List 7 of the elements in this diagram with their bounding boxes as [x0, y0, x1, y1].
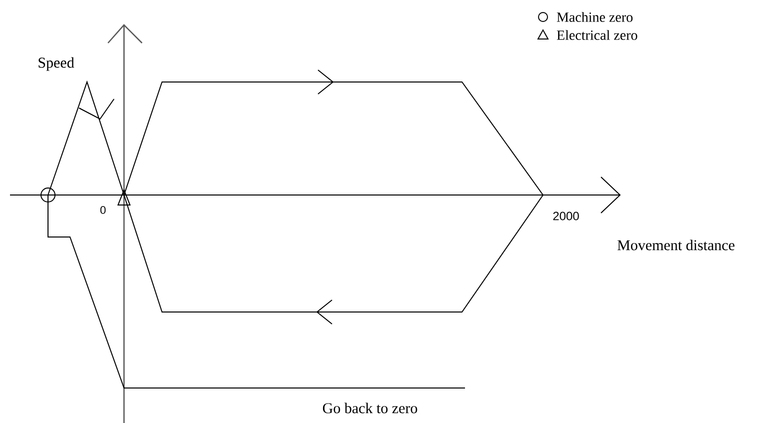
- tick-label: 0: [100, 206, 106, 214]
- legend-text: Electrical zero: [556, 30, 638, 40]
- axis-label: Speed: [38, 57, 74, 71]
- axis-label: Movement distance: [618, 240, 734, 250]
- legend-text: Machine zero: [556, 12, 633, 22]
- tick-label: 2000: [553, 212, 579, 220]
- axis-label: Go back to zero: [322, 402, 418, 414]
